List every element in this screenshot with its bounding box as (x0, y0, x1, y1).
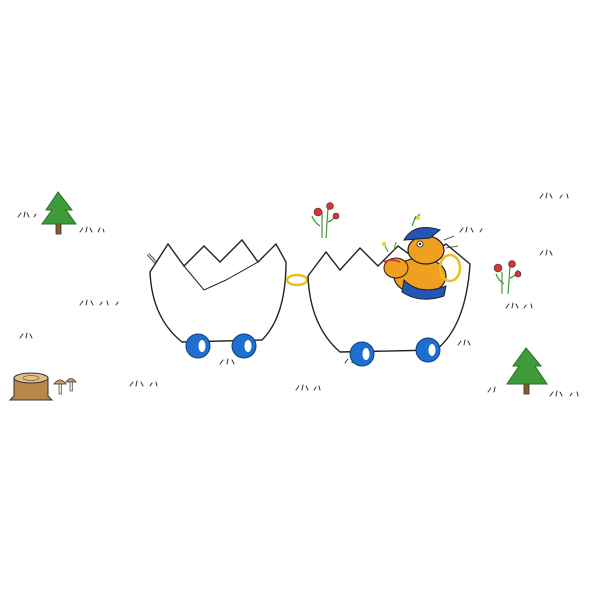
wheel-icon (231, 333, 257, 359)
coupling-ring (285, 273, 309, 287)
wheel-icon (185, 333, 211, 359)
flower-icon (311, 202, 340, 239)
frog-character-icon (382, 213, 462, 300)
flower-icon (493, 260, 522, 295)
pine-tree-icon (41, 191, 77, 235)
tree-stump-icon (8, 372, 54, 401)
pine-tree-icon (506, 347, 548, 395)
wheel-icon (415, 337, 441, 363)
wheel-icon (349, 341, 375, 367)
mushroom-icon (53, 378, 77, 395)
grass-tufts (17, 192, 579, 397)
egg-cart-icon (146, 238, 287, 343)
